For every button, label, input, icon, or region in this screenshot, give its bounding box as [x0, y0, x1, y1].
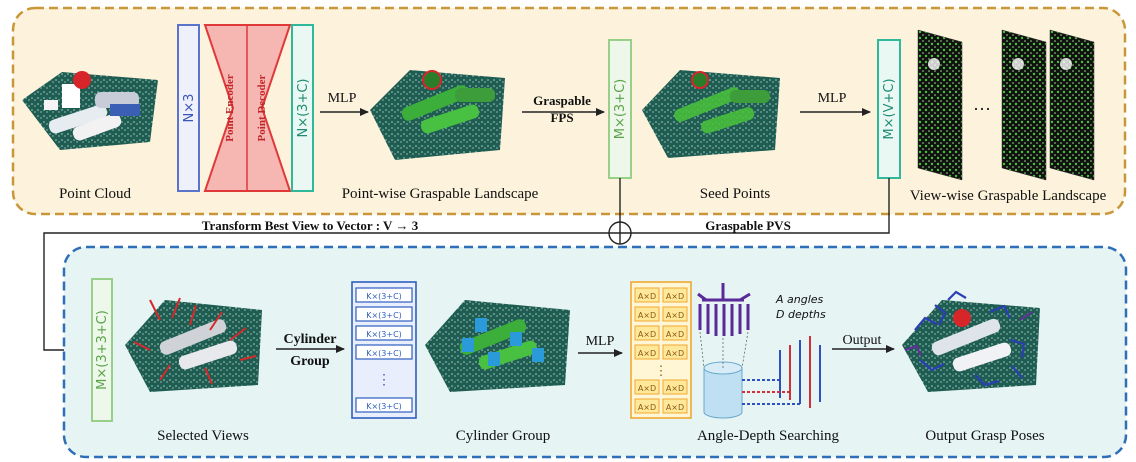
graspable-landscape-image — [370, 70, 505, 160]
output-grasp-image — [902, 290, 1040, 392]
cylinder-caption: Cylinder Group — [456, 428, 551, 444]
axd-cell-8: A×D — [666, 349, 684, 358]
mvc-label: M×(V+C) — [882, 78, 897, 139]
angle-caption: Angle-Depth Searching — [697, 428, 840, 444]
selected-caption: Selected Views — [157, 428, 249, 444]
mlp-label-1: MLP — [328, 91, 357, 106]
cylinder-group-image — [425, 300, 570, 392]
n3-label: N×3 — [182, 94, 197, 123]
kx-cell-5: K×(3+C) — [366, 402, 402, 411]
pvs-label: Graspable PVS — [705, 218, 791, 233]
d-depths-label: D depths — [776, 308, 826, 321]
pvs-connector — [631, 178, 890, 234]
encoder-label: Point Encoder — [224, 74, 236, 142]
gripper-icon — [697, 283, 751, 336]
mlp-label-2: MLP — [818, 91, 847, 106]
m33c-box — [91, 278, 113, 422]
pointwise-caption: Point-wise Graspable Landscape — [342, 186, 539, 202]
axd-grid — [630, 281, 692, 419]
cylinder-icon — [462, 318, 544, 366]
view-ellipsis: ··· — [973, 99, 991, 119]
kx-cell-3: K×(3+C) — [366, 330, 402, 339]
bottom-stage-panel — [62, 245, 1128, 459]
selected-views-image — [125, 297, 262, 392]
axd-cell-9: A×D — [638, 384, 656, 393]
seed-caption: Seed Points — [700, 186, 771, 202]
cylinder-label-line2: Group — [290, 354, 330, 369]
axd-vdots: ⋮ — [655, 363, 668, 378]
fps-label-line2: FPS — [550, 110, 573, 125]
axd-cell-4: A×D — [666, 311, 684, 320]
axd-cell-2: A×D — [666, 292, 684, 301]
point-cloud-image — [22, 71, 158, 150]
angle-cylinder — [699, 331, 749, 419]
axd-cell-11: A×D — [638, 403, 656, 412]
axd-cell-6: A×D — [666, 330, 684, 339]
kx-cell-1: K×(3+C) — [366, 292, 402, 301]
n3-box — [177, 24, 200, 192]
axd-cell-3: A×D — [638, 311, 656, 320]
output-caption: Output Grasp Poses — [925, 428, 1044, 444]
n3c-box — [291, 24, 314, 192]
mlp-label-3: MLP — [586, 334, 615, 349]
output-label: Output — [843, 333, 882, 348]
decoder-label: Point Decoder — [256, 74, 268, 141]
axd-cell-10: A×D — [666, 384, 684, 393]
depth-lines — [742, 336, 821, 408]
transform-label: Transform Best View to Vector : V → 3 — [202, 218, 419, 233]
view-slice-image — [917, 29, 1095, 181]
point-cloud-caption: Point Cloud — [59, 186, 132, 202]
m3c-label: M×(3+C) — [613, 79, 628, 140]
seed-points-image — [642, 70, 780, 158]
fps-label-line1: Graspable — [533, 93, 591, 108]
a-angles-label: A angles — [775, 293, 824, 306]
kx-cell-4: K×(3+C) — [366, 349, 402, 358]
axd-cell-1: A×D — [638, 292, 656, 301]
viewwise-caption: View-wise Graspable Landscape — [910, 188, 1107, 204]
xor-circle-icon — [608, 221, 632, 245]
axd-cell-12: A×D — [666, 403, 684, 412]
axd-cell-5: A×D — [638, 330, 656, 339]
n3c-label: N×(3+C) — [296, 78, 311, 137]
kx-vdots: ⋮ — [377, 373, 391, 388]
kx-cell-2: K×(3+C) — [366, 311, 402, 320]
cylinder-label-line1: Cylinder — [284, 332, 337, 347]
m33c-label: M×(3+3+C) — [95, 310, 110, 390]
axd-cell-7: A×D — [638, 349, 656, 358]
kx-stack — [351, 281, 417, 419]
